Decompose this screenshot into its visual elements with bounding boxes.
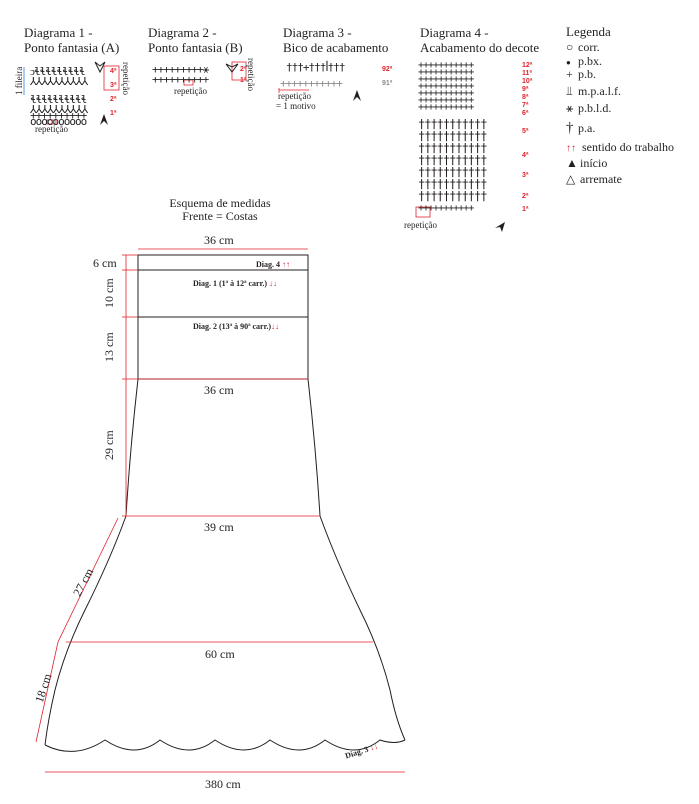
measure-top-width: 36 cm <box>204 233 234 247</box>
label-diag4: Diag. 4 ↑↑ <box>256 260 290 269</box>
d3-row-label-92: 92ª <box>382 66 393 73</box>
d4-title-1: Diagrama 4 - <box>420 25 489 40</box>
d2-row-label-1: 1ª <box>240 77 247 84</box>
legend-item-sc: +p.b. <box>566 67 596 81</box>
d1-row-label-2: 2ª <box>110 96 117 103</box>
d3-row-label-91: 91ª <box>382 80 393 87</box>
legend-item-end: △arremate <box>566 172 622 186</box>
d4-start-icon <box>495 222 505 232</box>
left-side <box>44 378 139 746</box>
d2-row-1: ++++++++++ <box>152 73 209 86</box>
d4-rows-dc: ††††††††††††††††††††††††††††††††††††††††… <box>418 117 487 203</box>
d1-marks <box>23 65 120 125</box>
d4-row-label-5: 5ª <box>522 128 529 135</box>
d2-end-icon <box>225 63 239 73</box>
d3-row-91: +++++++++++ <box>280 77 343 90</box>
slip-stitch-icon: ● <box>566 58 571 67</box>
measure-hem-width: 380 cm <box>205 777 241 791</box>
d1-repeat-h: repetição <box>35 124 68 134</box>
measure-hip-width: 39 cm <box>204 520 234 534</box>
d4-row-label-12: 12ª <box>522 62 533 69</box>
measure-mid-width: 36 cm <box>204 383 234 397</box>
d3-row-92: †††+†††ꟾ††† <box>286 61 345 74</box>
chain-icon: ○ <box>566 40 574 54</box>
measure-flare-width: 60 cm <box>205 647 235 661</box>
measure-h3: 13 cm <box>102 332 116 362</box>
single-crochet-icon: + <box>566 67 573 81</box>
measure-h4: 29 cm <box>102 430 116 460</box>
legend-title: Legenda <box>566 24 611 39</box>
d2-title-2: Ponto fantasia (B) <box>148 40 243 55</box>
d4-row-label-3: 3ª <box>522 172 529 179</box>
d3-repeat-h: repetição <box>278 91 311 101</box>
d1-row-note: 1 fileira <box>14 66 24 95</box>
legend-item-dc: †p.a. <box>566 120 596 136</box>
d4-row-label-2: 2ª <box>522 193 529 200</box>
d2-marks <box>183 61 247 86</box>
d4-row-1: +++++++++++ <box>418 203 474 214</box>
legend-item-slip: ●p.bx. <box>566 54 602 68</box>
d1-row-1a: ⅄⅄⅄⅄⅄⅄⅄⅄⅄⅄ <box>30 103 88 116</box>
d4-row-label-10: 10ª <box>522 78 533 85</box>
fpdc-icon: ⫫ <box>566 84 573 98</box>
sc-back-loop-icon: ⚹ <box>566 101 574 115</box>
d4-row-label-4: 4ª <box>522 152 529 159</box>
d1-row-1: ++++++++++ <box>30 109 87 122</box>
d1-row-label-1: 1ª <box>110 110 117 117</box>
d1-start-icon <box>100 114 108 125</box>
end-icon: △ <box>566 172 576 186</box>
d2-title-1: Diagrama 2 - <box>148 25 217 40</box>
d1-title-2: Ponto fantasia (A) <box>24 40 120 55</box>
start-icon: ▲ <box>566 156 578 170</box>
d1-title-1: Diagrama 1 - <box>24 25 93 40</box>
legend-item-start: ▲início <box>566 156 608 170</box>
d2-repeat-h: repetição <box>174 86 207 96</box>
d3-marks <box>278 88 309 93</box>
d4-repeat-h: repetição <box>404 220 437 230</box>
measure-h2: 10 cm <box>102 278 116 308</box>
d1-end-icon <box>94 61 106 74</box>
d3-start-icon <box>353 90 361 101</box>
hem-scallop <box>44 739 406 752</box>
d2-row-2: +++++++++⚹ <box>152 63 209 76</box>
d1-row-label-3: 3ª <box>110 82 117 89</box>
direction-icon: ↑↑ <box>566 143 576 154</box>
d4-title-2: Acabamento do decote <box>420 40 540 55</box>
d3-title-1: Diagrama 3 - <box>283 25 352 40</box>
d4-rows-top: ++++++++++++++++++++++++++++++++++++++++… <box>418 60 474 113</box>
d1-row-2: ɬɬɬɬɬɬɬɬɬɬ <box>30 93 87 106</box>
label-diag2: Diag. 2 (13ª à 90ª carr.)↓↓ <box>193 322 280 331</box>
legend-list: ○corr. ●p.bx. +p.b. ⫫m.p.a.l.f. ⚹p.b.l.d… <box>566 40 674 188</box>
legend-item-chain: ○corr. <box>566 40 600 54</box>
d4-marks <box>415 206 431 218</box>
measure-h1: 6 cm <box>93 256 117 270</box>
d4-row-label-6: 6ª <box>522 110 529 117</box>
d4-row-label-7: 7ª <box>522 102 529 109</box>
d1-row-0: oooooooooo <box>30 115 87 128</box>
label-diag1: Diag. 1 (1ª à 12ª carr.) ↓↓ <box>193 279 278 288</box>
measure-lines <box>35 248 405 773</box>
d4-row-label-9: 9ª <box>522 86 529 93</box>
schema-title: Esquema de medidas Frente = Costas <box>169 196 271 223</box>
d1-repeat-v: repetição <box>121 62 131 95</box>
d4-row-label-11: 11ª <box>522 70 532 77</box>
legend-item-scbl: ⚹p.b.l.d. <box>566 101 612 115</box>
d3-title-2: Bico de acabamento <box>283 40 389 55</box>
d2-row-label-2: 2ª <box>240 66 247 73</box>
d1-row-4: ↄɬɬɬɬɬɬɬɬɬ <box>30 65 85 78</box>
legend-item-direction: ↑↑sentido do trabalho <box>566 140 674 154</box>
d4-row-label-1: 1ª <box>522 206 529 213</box>
double-crochet-icon: † <box>566 120 574 136</box>
d2-repeat-v: repetição <box>246 58 256 91</box>
right-side <box>307 378 406 741</box>
d1-row-3: ⅄⅄⅄⅄⅄⅄⅄⅄⅄⅄ <box>30 75 88 88</box>
d3-motif: = 1 motivo <box>276 101 316 111</box>
d4-row-label-8: 8ª <box>522 94 529 101</box>
legend-item-fpdc: ⫫m.p.a.l.f. <box>566 84 621 98</box>
d1-row-label-4: 4ª <box>110 68 117 75</box>
